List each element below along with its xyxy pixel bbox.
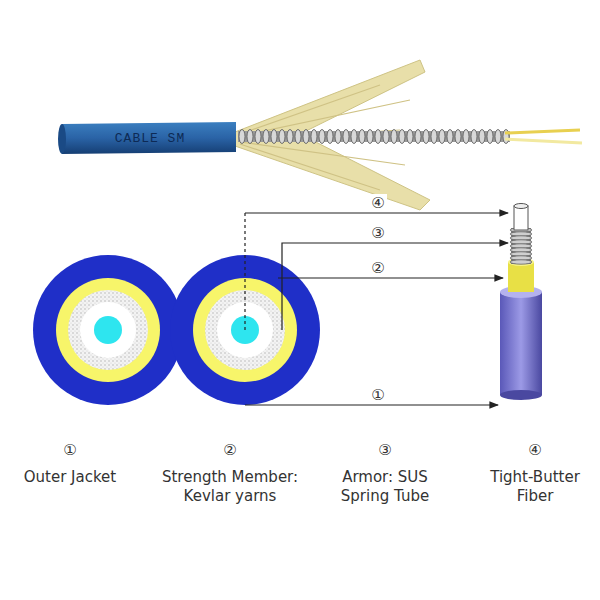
leader-lines bbox=[245, 213, 508, 405]
cross-section-left bbox=[33, 255, 183, 405]
part-name: Tight-Butter Fiber bbox=[480, 468, 590, 506]
part-name: Outer Jacket bbox=[5, 468, 135, 487]
callout-number: ③ bbox=[376, 441, 393, 460]
callout-number: ④ bbox=[526, 441, 543, 460]
jacket-marking: CABLE SM bbox=[90, 131, 210, 147]
callout-number: ① bbox=[369, 386, 386, 405]
part-name: Armor: SUS Spring Tube bbox=[325, 468, 445, 506]
callout-number: ① bbox=[61, 441, 78, 460]
callout-number: ③ bbox=[369, 224, 386, 243]
cable-photo bbox=[58, 60, 582, 210]
part-name: Strength Member: Kevlar yarns bbox=[150, 468, 310, 506]
callout-number: ② bbox=[369, 259, 386, 278]
callout-number: ② bbox=[221, 441, 238, 460]
callout-number: ④ bbox=[369, 194, 386, 213]
cable-cutaway bbox=[500, 204, 542, 401]
